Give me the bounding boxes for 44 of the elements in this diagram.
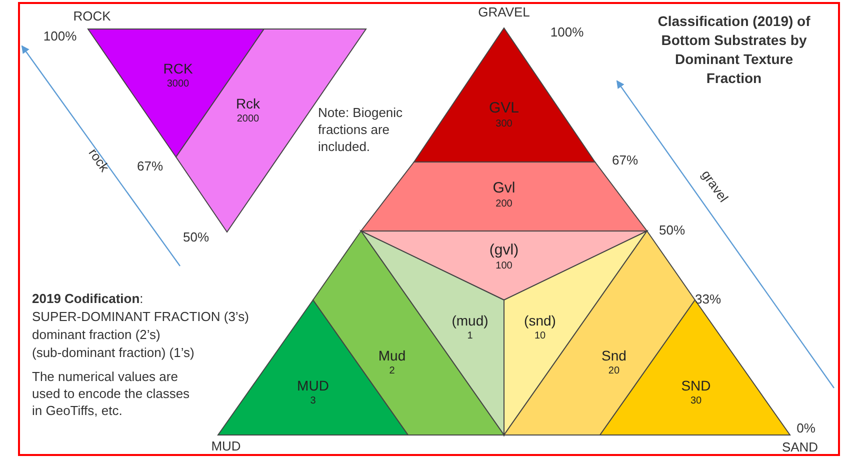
class-code: 2000	[236, 112, 260, 126]
legend-text: (sub-dominant fraction) (1’s)	[32, 344, 194, 361]
class-name: (mud)	[452, 312, 488, 330]
class-region	[218, 300, 408, 435]
percent-label: 100%	[43, 28, 77, 44]
class-code: 200	[494, 198, 514, 210]
class-code: 20	[607, 364, 621, 378]
class-name: RCK	[163, 60, 193, 78]
class-name: Gvl	[492, 180, 516, 198]
legend-text: SUPER-DOMINANT FRACTION (3’s)	[32, 308, 249, 325]
class-code: 2	[388, 364, 396, 378]
class-name: SND	[681, 376, 711, 394]
note-text: Note: Biogenic fractions are included.	[318, 104, 404, 155]
corner-label: GRAVEL	[478, 4, 530, 20]
class-code: 30	[689, 394, 703, 408]
corner-label: SAND	[782, 438, 818, 456]
class-name: Rck	[236, 94, 260, 112]
percent-label: 67%	[136, 158, 164, 174]
legend-text: dominant fraction (2’s)	[32, 326, 160, 343]
percent-label: 67%	[612, 152, 638, 168]
corner-label: MUD	[211, 438, 241, 454]
percent-label: 50%	[182, 228, 210, 246]
note-text: The numerical values are used to encode the classes in GeoTiffs, etc.	[32, 368, 191, 419]
legend-heading: 2019 Codification:	[32, 290, 144, 307]
percent-label: 50%	[658, 222, 686, 238]
class-region	[361, 231, 647, 300]
class-code: 300	[494, 118, 514, 130]
title: Classification (2019) of Bottom Substrates by Dominant Texture Fraction	[656, 12, 812, 88]
class-region	[414, 28, 595, 162]
class-name: Mud	[378, 346, 406, 364]
class-name: GVL	[489, 100, 519, 118]
class-code: 10	[533, 330, 547, 342]
percent-label: 100%	[550, 24, 584, 40]
class-name: MUD	[297, 376, 329, 394]
class-code: 3000	[166, 78, 190, 90]
percent-label: 0%	[796, 420, 816, 436]
percent-label: 33%	[694, 290, 722, 308]
class-name: Snd	[602, 346, 626, 364]
class-name: (gvl)	[489, 242, 519, 260]
class-code: 100	[494, 260, 514, 272]
class-code: 1	[466, 330, 474, 342]
class-code: 3	[309, 394, 317, 408]
corner-label: ROCK	[73, 8, 111, 24]
class-name: (snd)	[524, 312, 556, 330]
